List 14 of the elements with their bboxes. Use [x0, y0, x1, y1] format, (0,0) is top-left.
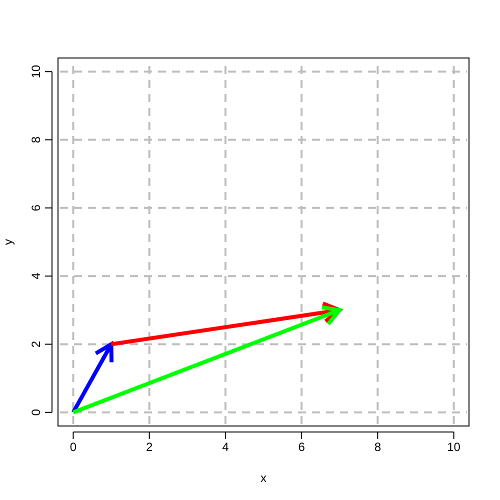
tick-label: 10 — [447, 440, 460, 454]
tick-label: 6 — [29, 204, 43, 212]
axis-title: x — [260, 471, 266, 485]
axis-title: y — [1, 239, 15, 245]
tick-label: 8 — [374, 440, 381, 454]
tick-label: 4 — [222, 440, 229, 454]
tick-label: 2 — [146, 440, 153, 454]
tick-label: 0 — [29, 409, 43, 416]
tick-label: 2 — [29, 340, 43, 348]
tick-label: 6 — [298, 440, 305, 454]
tick-label: 0 — [70, 440, 77, 454]
tick-label: 8 — [29, 136, 43, 144]
tick-label: 10 — [29, 64, 43, 78]
tick-label: 4 — [29, 272, 43, 280]
